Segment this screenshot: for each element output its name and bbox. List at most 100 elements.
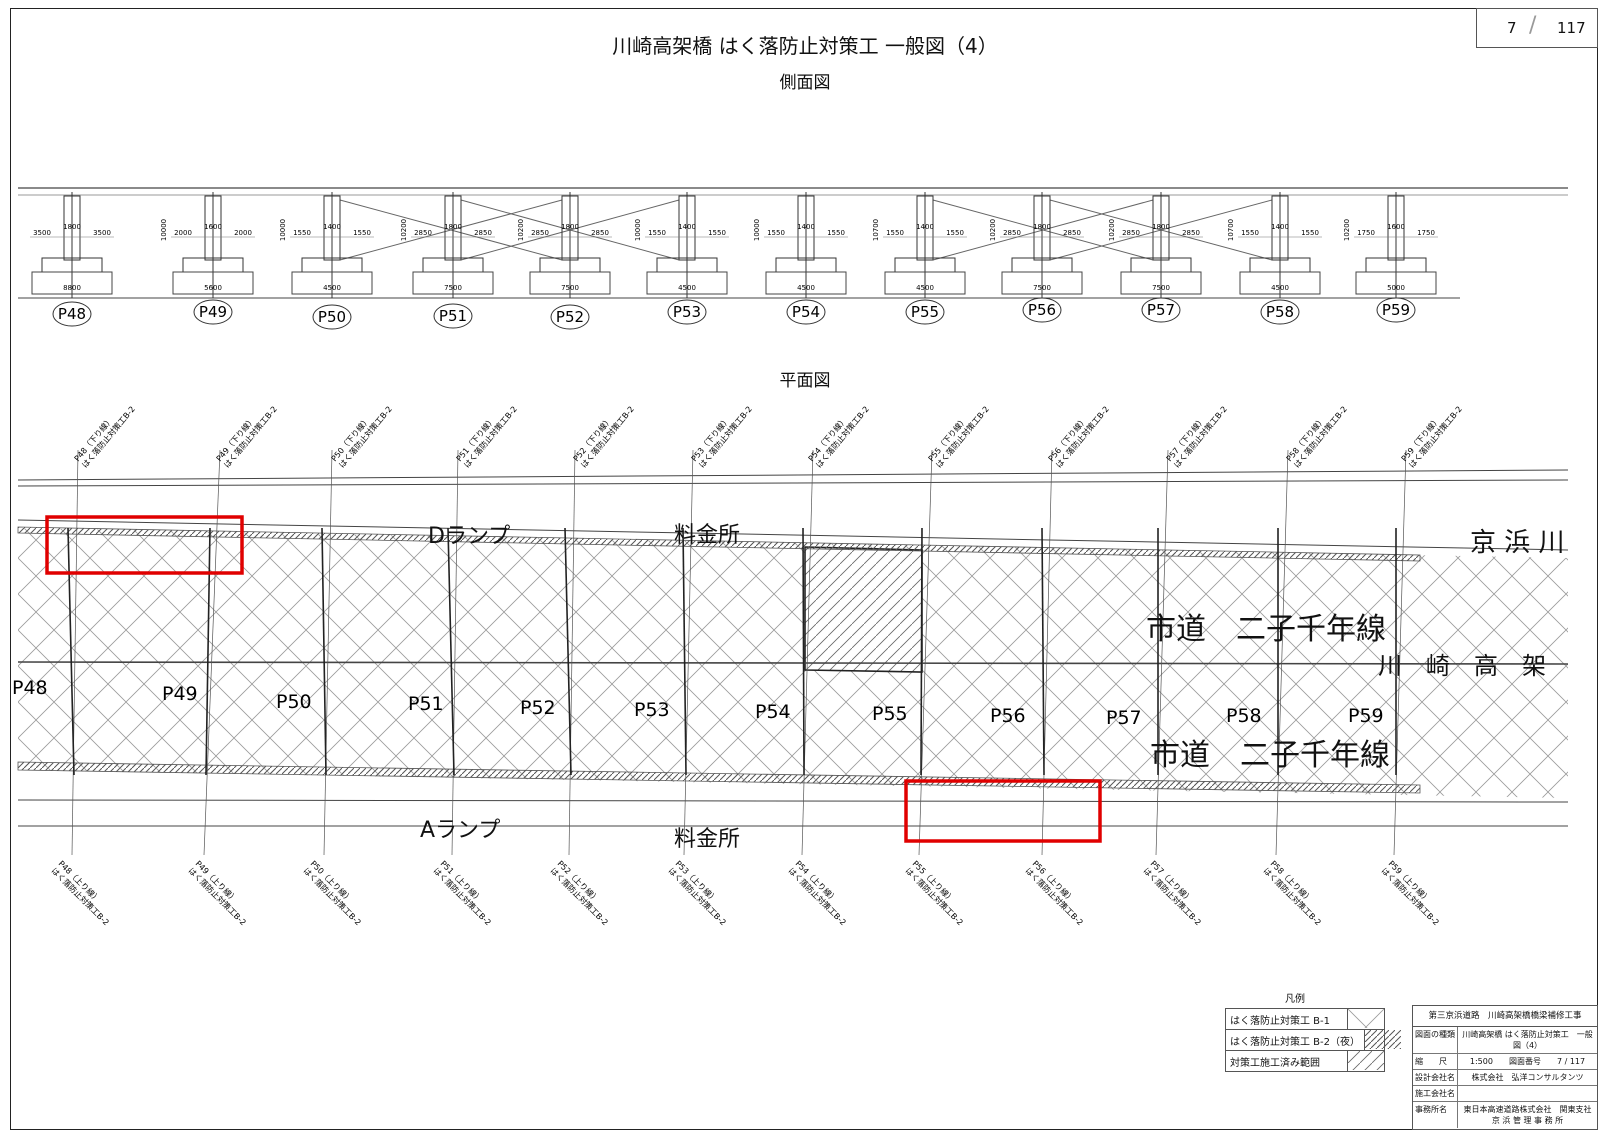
pier-cap-line bbox=[682, 527, 687, 776]
dim-height: 10200 bbox=[400, 219, 408, 241]
callout-lower: P57（上り線）はく落防止対策工B-2 bbox=[1142, 858, 1204, 927]
dim-right: 2000 bbox=[234, 229, 252, 237]
pier-cap-line bbox=[1041, 527, 1045, 776]
row-value: 株式会社 弘洋コンサルタンツ bbox=[1471, 1073, 1584, 1082]
callout-line2: はく落防止対策工B-2 bbox=[1380, 865, 1442, 927]
dim-height: 10000 bbox=[634, 219, 642, 241]
b2-strip-bottom bbox=[17, 761, 1421, 794]
callout-lower: P59（上り線）はく落防止対策工B-2 bbox=[1380, 858, 1442, 927]
pier-column bbox=[444, 195, 462, 261]
plan-view-label: 平面図 bbox=[779, 371, 831, 391]
side-view-label: 側面図 bbox=[779, 73, 831, 93]
dim-right: 2850 bbox=[591, 229, 609, 237]
pier-cap-line bbox=[564, 527, 572, 776]
pier-footing bbox=[765, 271, 847, 295]
legend-label: 対策工施工済み範囲 bbox=[1230, 1058, 1320, 1069]
pier-axis-line bbox=[918, 449, 933, 856]
a-ramp-label: Aランプ bbox=[420, 818, 500, 843]
pier-footing bbox=[1120, 271, 1202, 295]
dim-height: 10000 bbox=[753, 219, 761, 241]
dim-center: 1600 bbox=[1387, 223, 1405, 231]
callout-line2: はく落防止対策工B-2 bbox=[1024, 865, 1086, 927]
pier-axis-line bbox=[683, 449, 694, 856]
dim-right: 2850 bbox=[474, 229, 492, 237]
row-value bbox=[1458, 1086, 1597, 1101]
city-road-bottom-label: 市道 二子千年線 bbox=[1150, 738, 1390, 773]
plan-pier-label: P50 bbox=[276, 691, 312, 713]
pier-column bbox=[204, 195, 222, 261]
pier-footing bbox=[646, 271, 728, 295]
dim-base: 5600 bbox=[204, 284, 222, 292]
road-edge-line bbox=[17, 469, 1569, 481]
pier-axis-line bbox=[323, 449, 333, 856]
pier-column bbox=[1387, 195, 1405, 261]
row-key: 図面の種類 bbox=[1413, 1027, 1458, 1053]
toll-top-label: 料金所 bbox=[674, 523, 740, 548]
dim-right: 1550 bbox=[946, 229, 964, 237]
pier-footing bbox=[172, 271, 254, 295]
dim-left: 2000 bbox=[174, 229, 192, 237]
plan-pier-label: P58 bbox=[1226, 705, 1262, 727]
dim-height: 10000 bbox=[279, 219, 287, 241]
d-ramp-label: Dランプ bbox=[428, 524, 510, 549]
pier-label-bubble bbox=[786, 299, 826, 325]
pier-footing bbox=[1239, 271, 1321, 295]
city-road-top-label: 市道 二子千年線 bbox=[1146, 612, 1386, 647]
legend-row-done: 対策工施工済み範囲 bbox=[1225, 1051, 1385, 1072]
dim-base: 4500 bbox=[1271, 284, 1289, 292]
callout-line2: はく落防止対策工B-2 bbox=[80, 404, 137, 470]
row-value: 1:500 図面番号 7 / 117 bbox=[1469, 1057, 1586, 1066]
pier-footing bbox=[884, 271, 966, 295]
callout-line2: はく落防止対策工B-2 bbox=[667, 865, 729, 927]
callout-lower: P50（上り線）はく落防止対策工B-2 bbox=[302, 858, 364, 927]
dim-left: 1550 bbox=[767, 229, 785, 237]
keihin-river-label: 京 浜 川 bbox=[1470, 528, 1565, 558]
callout-line2: はく落防止対策工B-2 bbox=[222, 404, 279, 470]
dim-height: 10200 bbox=[989, 219, 997, 241]
plan-pier-label: P48 bbox=[12, 677, 48, 699]
pier-cap-line bbox=[447, 527, 455, 776]
callout-line2: はく落防止対策工B-2 bbox=[302, 865, 364, 927]
road-edge-line bbox=[17, 661, 1569, 665]
callout-lower: P52（上り線）はく落防止対策工B-2 bbox=[549, 858, 611, 927]
dim-center: 1400 bbox=[916, 223, 934, 231]
dim-height: 10200 bbox=[517, 219, 525, 241]
pier-label: P51 bbox=[439, 307, 467, 325]
dim-base: 5000 bbox=[1387, 284, 1405, 292]
pier-footing bbox=[529, 271, 611, 295]
title-block-row: 縮 尺 1:500 図面番号 7 / 117 bbox=[1413, 1054, 1597, 1070]
page-number: 7 bbox=[1507, 19, 1517, 37]
pier-label-bubble bbox=[312, 304, 352, 330]
dim-height: 10200 bbox=[1343, 219, 1351, 241]
drawing-title: 川崎高架橋 はく落防止対策工 一般図（4） bbox=[612, 34, 998, 58]
dim-height: 10000 bbox=[160, 219, 168, 241]
pier-label: P52 bbox=[556, 308, 584, 326]
project-name: 第三京浜道路 川崎高架橋橋梁補修工事 bbox=[1413, 1006, 1597, 1027]
pier-footing bbox=[1001, 271, 1083, 295]
pier-label: P54 bbox=[792, 303, 820, 321]
pier-label-bubble bbox=[1260, 299, 1300, 325]
callout-line2: はく落防止対策工B-2 bbox=[787, 865, 849, 927]
dim-left: 1550 bbox=[648, 229, 666, 237]
dim-base: 8800 bbox=[63, 284, 81, 292]
dim-center: 1600 bbox=[204, 223, 222, 231]
callout-upper: P54（下り線）はく落防止対策工B-2 bbox=[806, 404, 871, 470]
pier-column bbox=[797, 195, 815, 261]
title-block-row: 事務所名東日本高速道路株式会社 関東支社 京 浜 管 理 事 務 所 bbox=[1413, 1102, 1597, 1128]
callout-line2: はく落防止対策工B-2 bbox=[187, 865, 249, 927]
callout-lower: P53（上り線）はく落防止対策工B-2 bbox=[667, 858, 729, 927]
dim-height: 10200 bbox=[1108, 219, 1116, 241]
dim-right: 2850 bbox=[1063, 229, 1081, 237]
dim-center: 1400 bbox=[323, 223, 341, 231]
page-number-box: 7 / 117 bbox=[1476, 8, 1598, 48]
callout-line2: はく落防止対策工B-2 bbox=[432, 865, 494, 927]
callout-upper: P50（下り線）はく落防止対策工B-2 bbox=[329, 404, 394, 470]
row-key: 縮 尺 bbox=[1413, 1054, 1458, 1069]
